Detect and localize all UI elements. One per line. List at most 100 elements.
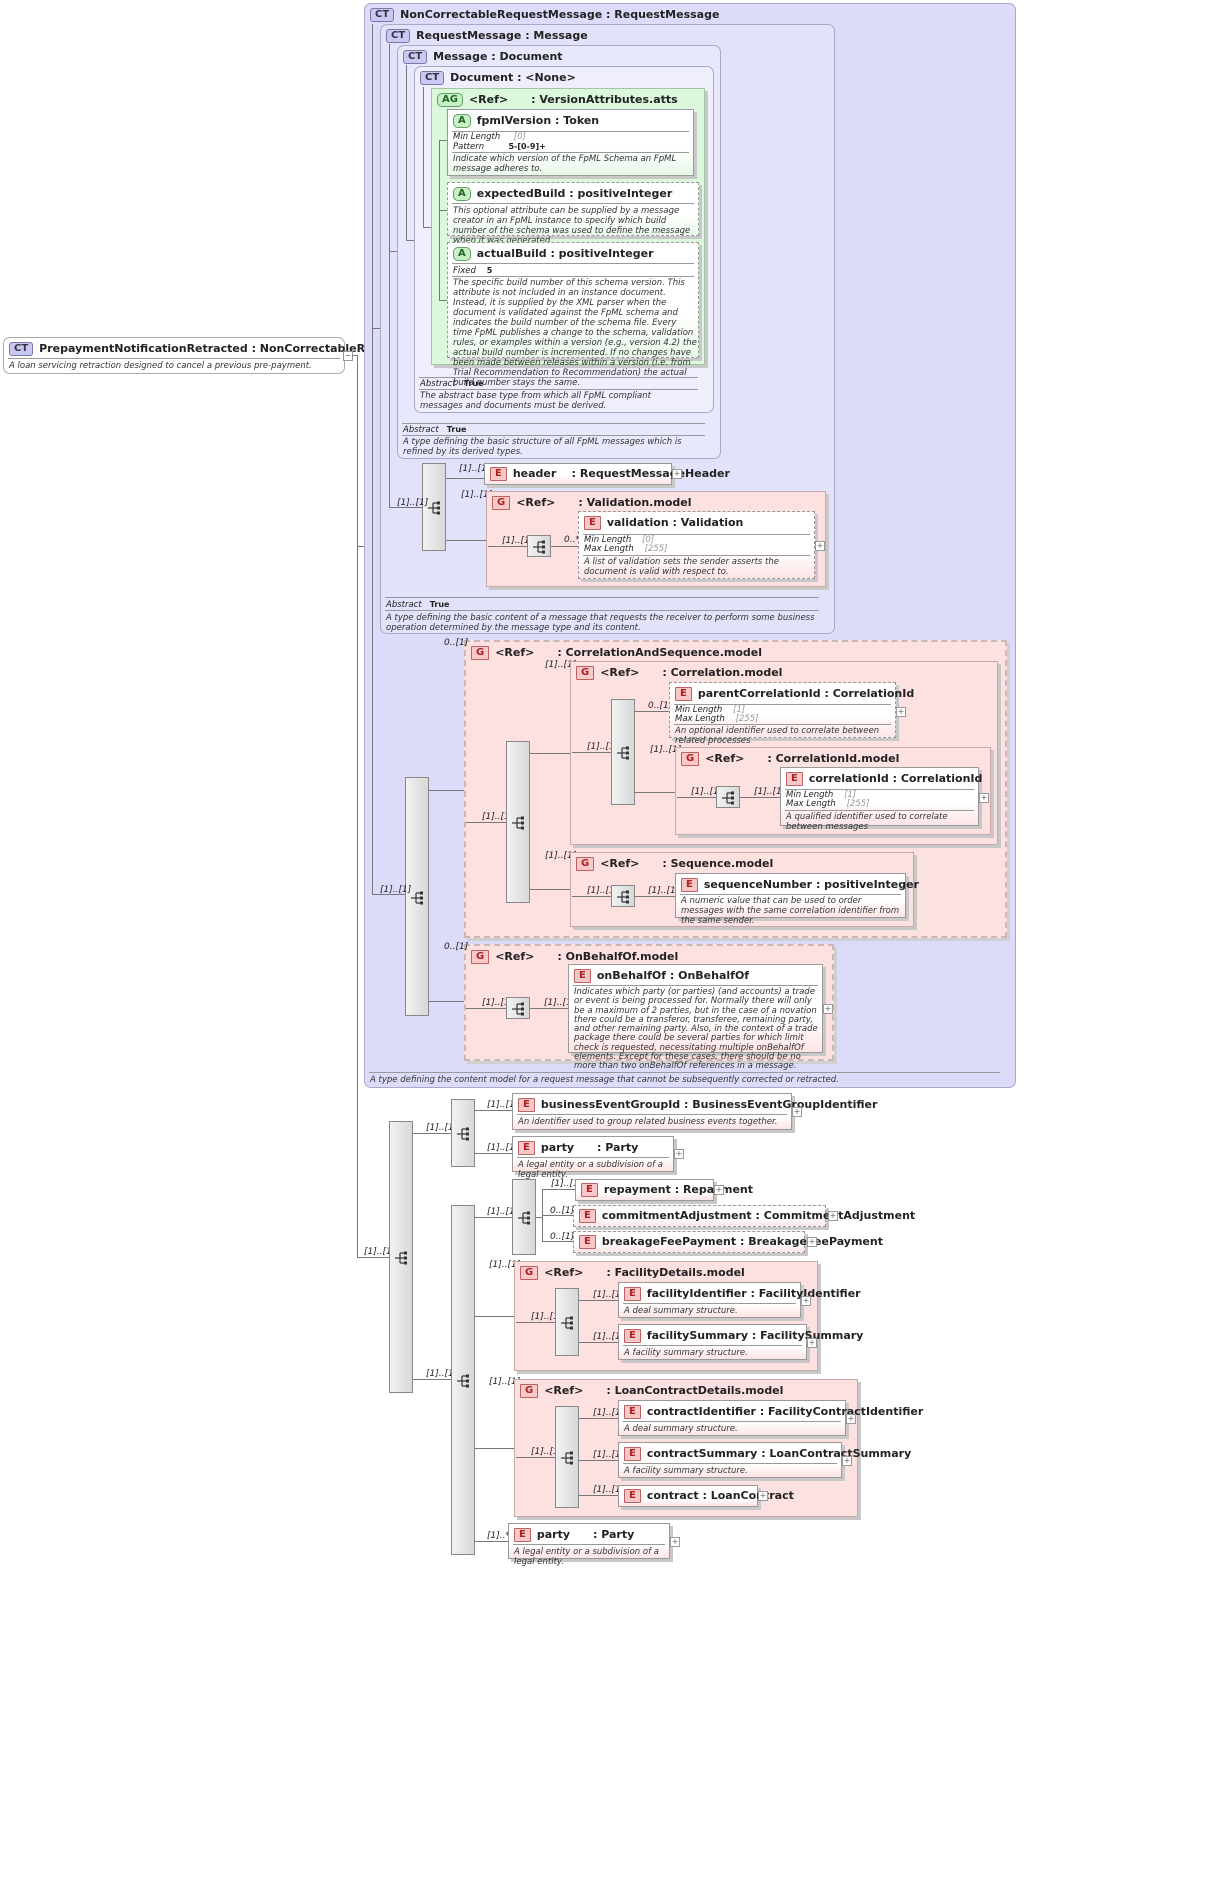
type-description: A type defining the basic structure of a… [403,437,682,457]
group-icon: G [520,1266,539,1280]
expand-toggle[interactable]: + [846,1414,856,1424]
element-name: repayment [603,1183,671,1196]
expand-toggle[interactable]: + [674,1149,684,1159]
sequence-compositor[interactable] [389,1121,413,1393]
abstract-value: True [446,425,467,434]
sequence-icon [532,539,548,555]
cardinality: [1]..[1] [426,1123,458,1133]
ref-label: <Ref> [600,857,640,870]
expand-toggle[interactable]: + [896,707,906,717]
sequence-compositor[interactable] [611,885,635,907]
expand-toggle[interactable]: + [815,541,825,551]
element-icon: E [624,1447,641,1461]
sequence-compositor[interactable] [555,1406,579,1508]
cardinality: 0..[1] [444,638,469,648]
group-name: : LoanContractDetails.model [606,1384,784,1397]
cardinality: [1]..[1] [593,1485,625,1495]
element-name: onBehalfOf [596,969,667,982]
attribute-icon: A [453,114,471,128]
sequence-compositor[interactable] [451,1099,475,1167]
element-icon: E [786,772,803,786]
sequence-compositor[interactable] [405,777,429,1016]
element-icon: E [514,1528,531,1542]
sequence-compositor[interactable] [527,535,551,557]
type-name: RequestMessage [416,29,522,42]
element-description: A numeric value that can be used to orde… [681,896,900,926]
ref-label: <Ref> [468,93,509,106]
expand-toggle[interactable]: + [807,1338,817,1348]
abstract-label: Abstract [403,425,439,435]
cardinality: [1]..[1] [545,660,577,670]
sequence-compositor[interactable] [451,1205,475,1555]
sequence-compositor[interactable] [611,699,635,805]
cardinality: [1]..[1] [650,745,682,755]
pattern-value: 5-[0-9]+ [508,142,546,151]
complex-type-icon: CT [386,29,411,43]
expand-toggle[interactable]: + [672,469,682,479]
attr-type: : Token [555,114,600,127]
sequence-icon [410,890,426,906]
cardinality: [1]..[1] [593,1332,625,1342]
expand-toggle[interactable]: + [801,1296,811,1306]
expand-toggle[interactable]: + [792,1107,802,1117]
sequence-icon [456,1126,472,1142]
element-icon: E [624,1489,641,1503]
element-description: Indicates which party (or parties) (and … [574,987,818,1072]
cardinality: [1]..[1] [487,1100,519,1110]
expand-toggle[interactable]: + [842,1456,852,1466]
expand-toggle[interactable]: + [670,1537,680,1547]
element-name: header [512,467,557,480]
sequence-compositor[interactable] [506,741,530,903]
cardinality: [1]..[1] [461,490,493,500]
sequence-compositor[interactable] [422,463,446,551]
element-icon: E [624,1329,641,1343]
cardinality: [1]..[1] [531,1447,563,1457]
max-length-label: Max Length [675,714,725,724]
attribute-icon: A [453,187,471,201]
cardinality: [1]..[1] [364,1247,396,1257]
expand-toggle[interactable]: + [823,1004,833,1014]
group-icon: G [520,1384,539,1398]
root-description: A loan servicing retraction designed to … [9,361,312,371]
sequence-compositor[interactable] [506,997,530,1019]
choice-compositor[interactable] [512,1179,536,1255]
expand-toggle[interactable]: + [979,793,989,803]
group-icon: G [492,496,511,510]
element-type: : RequestMessageHeader [571,467,730,480]
abstract-value: True [429,600,450,609]
min-length-label: Min Length [675,705,723,715]
sequence-compositor[interactable] [555,1288,579,1356]
sequence-compositor[interactable] [716,786,740,808]
element-icon: E [675,687,692,701]
collapse-toggle[interactable]: − [343,351,353,361]
expand-toggle[interactable]: + [828,1211,838,1221]
cardinality: [1]..[1] [593,1290,625,1300]
expand-toggle[interactable]: + [807,1237,817,1247]
expand-toggle[interactable]: + [714,1185,724,1195]
expand-toggle[interactable]: + [758,1491,768,1501]
type-base: : Document [491,50,563,63]
sequence-icon [456,1373,472,1389]
element-type: : LoanContract [702,1489,794,1502]
